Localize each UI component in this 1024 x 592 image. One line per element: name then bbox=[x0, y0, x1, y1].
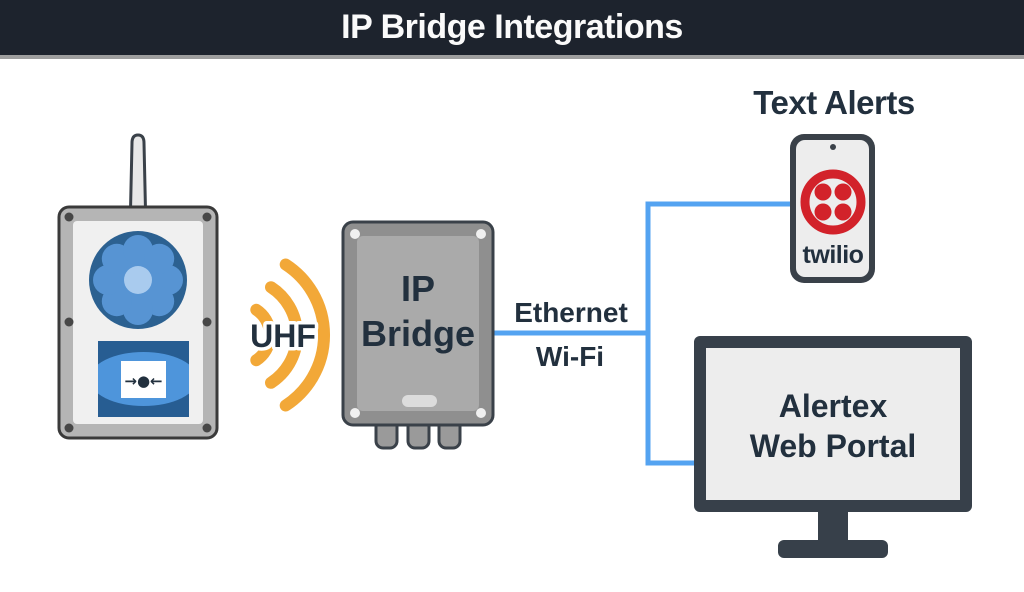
phone-camera-icon bbox=[830, 144, 836, 150]
alarm-device-illustration: →●← bbox=[57, 133, 219, 440]
text-alerts-title: Text Alerts bbox=[753, 84, 915, 121]
call-point-symbol: →●← bbox=[124, 372, 162, 390]
twilio-logo-icon bbox=[800, 169, 866, 235]
ip-bridge-lid bbox=[357, 236, 479, 411]
monitor-base bbox=[778, 540, 888, 558]
uhf-label: UHF bbox=[250, 318, 316, 354]
phone-screen bbox=[796, 140, 869, 277]
uhf-signal-icon: UHF bbox=[247, 258, 331, 412]
wifi-label: Wi-Fi bbox=[535, 341, 605, 372]
smartphone-illustration: twilio bbox=[790, 134, 875, 283]
lid-screws bbox=[350, 229, 486, 418]
twilio-wordmark: twilio bbox=[803, 241, 864, 269]
web-portal-label-line2: Web Portal bbox=[750, 428, 917, 464]
connector-lines bbox=[493, 201, 792, 466]
sounder-icon bbox=[89, 231, 187, 329]
web-portal-label-line1: Alertex bbox=[779, 388, 888, 424]
screws bbox=[64, 212, 212, 433]
call-point-icon: →●← bbox=[98, 341, 189, 417]
lid-badge bbox=[402, 395, 437, 407]
monitor-stand bbox=[818, 508, 848, 544]
ip-bridge-label-line2: Bridge bbox=[361, 313, 475, 354]
monitor-screen bbox=[706, 348, 960, 500]
ip-bridge-box: IP Bridge bbox=[341, 220, 495, 450]
antenna-icon bbox=[128, 133, 148, 212]
ip-bridge-label-line1: IP bbox=[401, 268, 435, 309]
header-banner: IP Bridge Integrations bbox=[0, 0, 1024, 59]
page-title: IP Bridge Integrations bbox=[341, 8, 683, 46]
ethernet-label: Ethernet bbox=[514, 297, 628, 328]
monitor-illustration: Alertex Web Portal bbox=[694, 336, 972, 558]
